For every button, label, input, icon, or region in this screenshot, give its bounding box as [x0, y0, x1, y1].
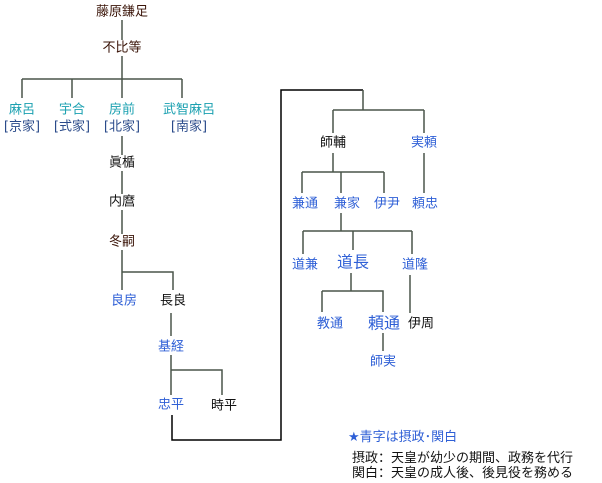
- person-fuhito: 不比等: [102, 40, 142, 56]
- line-fuhito-children: [21, 56, 183, 98]
- person-michitaka: 道隆: [401, 257, 429, 273]
- person-morosuke: 師輔: [319, 135, 347, 151]
- person-nagara: 長良: [159, 293, 187, 309]
- line-tadahira-children: [332, 90, 425, 133]
- person-michikane: 道兼: [291, 257, 319, 273]
- person-korechika: 伊周: [407, 316, 435, 332]
- person-uchimaro: 内麿: [108, 194, 136, 210]
- person-kaneie: 兼家: [333, 196, 361, 212]
- person-maro: 麻呂: [8, 102, 36, 118]
- person-yoritada: 頼忠: [411, 196, 439, 212]
- house-shikike: [式家]: [53, 119, 91, 135]
- person-matate: 眞楯: [108, 155, 136, 171]
- line-morosuke-children: [301, 153, 385, 193]
- line-mototsune-children: [170, 355, 223, 395]
- house-kyoke: [京家]: [3, 119, 41, 135]
- person-yoshifusa: 良房: [110, 293, 138, 309]
- person-kamatari: 藤原鎌足: [95, 4, 149, 20]
- person-mototsune: 基経: [157, 339, 185, 355]
- person-fuyutsugu: 冬嗣: [108, 234, 136, 250]
- line-tadahira-connector: [171, 89, 363, 441]
- person-tadahira: 忠平: [157, 397, 185, 413]
- person-michinaga: 道長: [336, 252, 370, 272]
- house-nanke: [南家]: [170, 119, 208, 135]
- person-umakai: 宇合: [58, 102, 86, 118]
- person-muchimaro: 武智麻呂: [162, 102, 216, 118]
- person-tokihira: 時平: [210, 398, 238, 414]
- line-fuyutsugu-children: [121, 250, 174, 290]
- person-yorimichi: 頼通: [367, 313, 401, 333]
- person-koremasa: 伊尹: [373, 196, 401, 212]
- legend-kampaku: 関白：天皇の成人後、後見役を務める: [352, 466, 574, 481]
- house-hokke: [北家]: [103, 119, 141, 135]
- line-kaneie-children: [302, 213, 413, 254]
- person-saneyori: 実頼: [410, 135, 438, 151]
- person-norimichi: 教通: [316, 316, 344, 332]
- person-kanemichi: 兼通: [291, 196, 319, 212]
- legend-note: ★青字は摂政･関白: [348, 430, 458, 445]
- legend-sessho: 摂政：天皇が幼少の期間、政務を代行: [352, 451, 574, 466]
- person-morozane: 師実: [369, 354, 397, 370]
- line-michinaga-children: [321, 273, 384, 312]
- person-fusasaki: 房前: [108, 102, 136, 118]
